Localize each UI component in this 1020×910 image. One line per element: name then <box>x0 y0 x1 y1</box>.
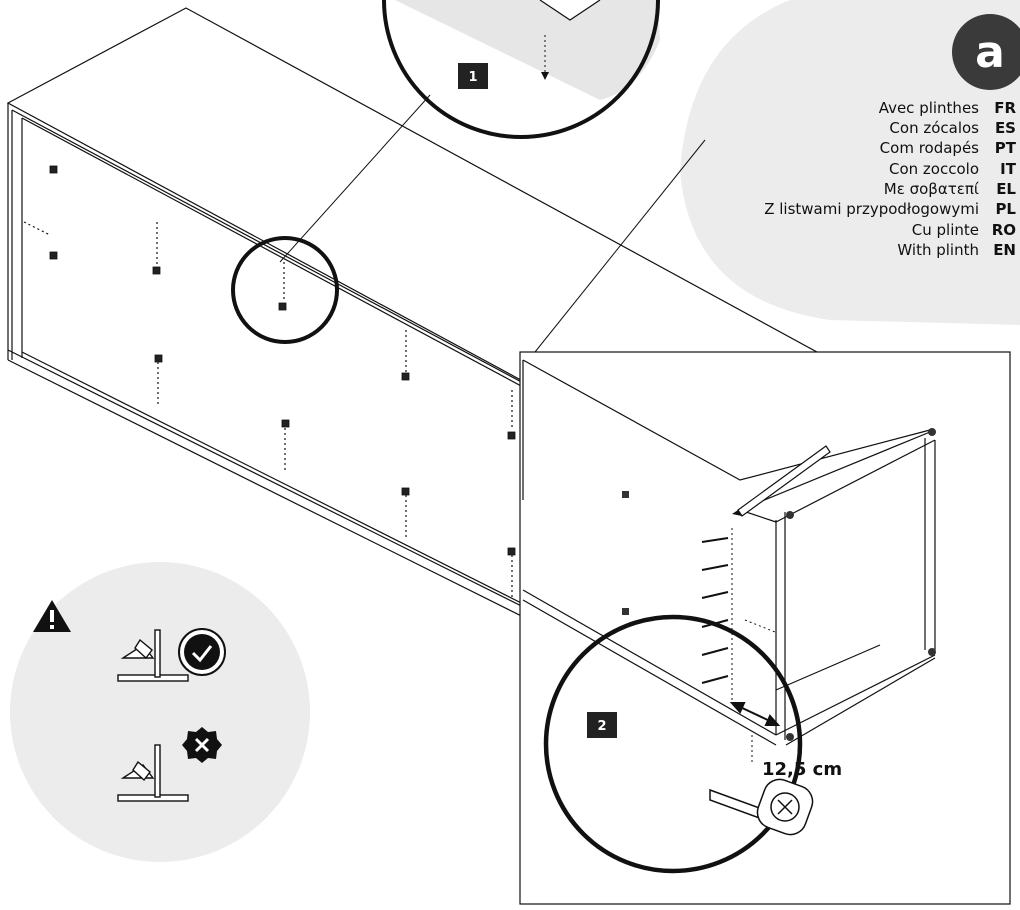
lang-name-fr: Avec plinthes <box>879 99 979 117</box>
lang-name-es: Con zócalos <box>889 119 979 137</box>
callout-2-dowels <box>622 428 936 741</box>
step-1-badge <box>458 63 488 89</box>
check-circle-icon <box>178 628 226 676</box>
lang-code-en: EN <box>993 241 1016 259</box>
lang-name-el: Με σοβατεπί <box>884 180 979 198</box>
lang-name-it: Con zoccolo <box>889 160 979 178</box>
detail-callout-2: 2 12,5 cm <box>519 139 1011 905</box>
correct-example <box>117 629 189 682</box>
step-1-number: 1 <box>468 70 477 85</box>
incorrect-example <box>117 744 189 802</box>
section-letter: a <box>975 27 1005 78</box>
lang-code-es: ES <box>995 119 1016 137</box>
language-list: Avec plinthes FR Con zócalos ES Com roda… <box>764 99 1017 259</box>
lang-code-ro: RO <box>992 221 1016 239</box>
lang-name-pt: Com rodapés <box>880 139 980 157</box>
measurement-label: 12,5 cm <box>762 759 842 780</box>
warning-panel <box>10 562 310 862</box>
pencil-icon <box>732 445 831 517</box>
step-2-number: 2 <box>597 719 606 734</box>
lang-name-en: With plinth <box>897 241 979 259</box>
lang-name-pl: Z listwami przypodłogowymi <box>764 200 979 218</box>
lang-code-pt: PT <box>995 139 1017 157</box>
warning-triangle-icon <box>33 600 71 632</box>
x-badge-icon <box>182 727 222 763</box>
step-2-badge <box>587 712 617 738</box>
lang-code-el: EL <box>996 180 1016 198</box>
lang-name-ro: Cu plinte <box>912 221 979 239</box>
lang-code-pl: PL <box>995 200 1016 218</box>
lang-code-it: IT <box>1000 160 1017 178</box>
measure-arrow <box>729 702 781 762</box>
language-panel: a Avec plinthes FR Con zócalos ES Com ro… <box>680 0 1020 325</box>
tape-measure-icon <box>709 778 814 836</box>
section-badge <box>952 14 1020 90</box>
lang-code-fr: FR <box>994 99 1016 117</box>
detail-callout-1: 1 <box>231 0 660 344</box>
